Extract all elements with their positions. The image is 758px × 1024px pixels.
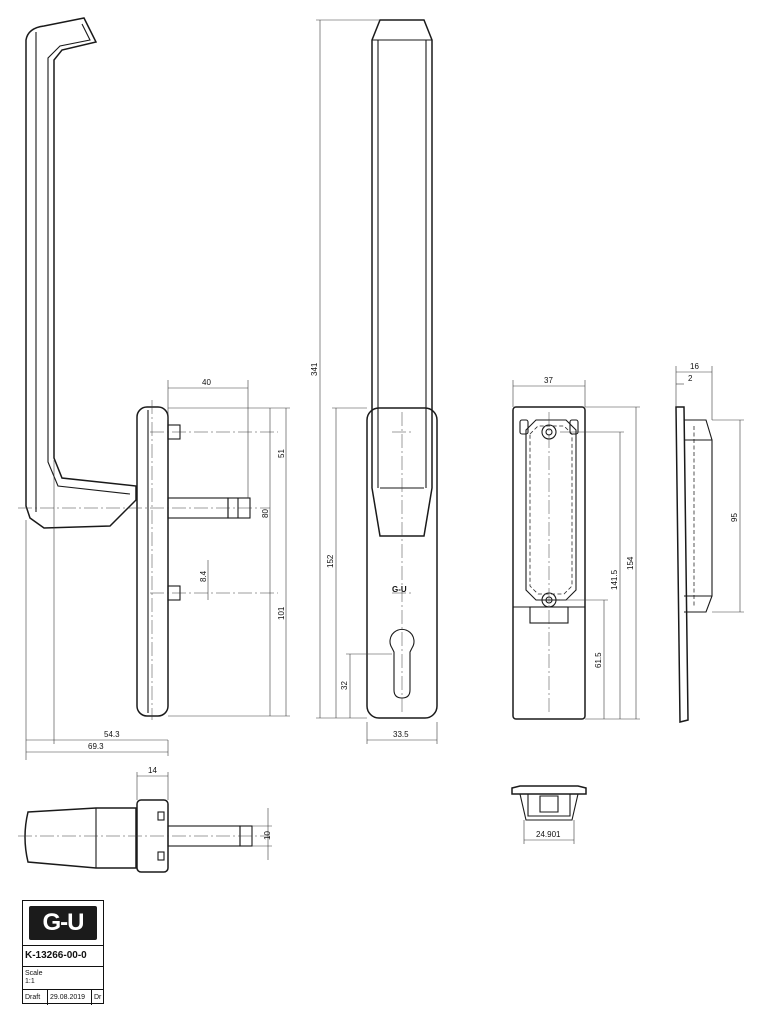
- edge-view: [675, 366, 744, 723]
- title-block: G-U K-13266-00-0 Scale 1:1 Draft 29.08.2…: [22, 900, 104, 1005]
- dim-51: 51: [277, 449, 286, 458]
- front-backplate: [366, 407, 438, 719]
- dim-16: 16: [690, 362, 699, 371]
- back-plate: [512, 406, 586, 720]
- date-separator: [91, 990, 92, 1005]
- dim-10: 10: [263, 831, 272, 840]
- drawn-by: Dr: [94, 994, 102, 1001]
- side-view: [18, 17, 290, 760]
- dim-8-4: 8.4: [199, 570, 208, 582]
- dim-152: 152: [326, 554, 335, 568]
- back-view: [512, 380, 640, 720]
- draft-label: Draft: [25, 994, 41, 1001]
- dim-141-5: 141.5: [610, 569, 619, 590]
- dim-101: 101: [277, 606, 286, 620]
- top-body: [519, 793, 579, 821]
- part-number: K-13266-00-0: [23, 945, 103, 967]
- dim-54-3: 54.3: [104, 730, 120, 739]
- dim-14: 14: [148, 766, 157, 775]
- brand-logo: G-U: [29, 906, 97, 940]
- scale-value: 1:1: [25, 978, 35, 985]
- dim-154: 154: [626, 556, 635, 570]
- draft-separator: [47, 990, 48, 1005]
- dim-32: 32: [340, 681, 349, 690]
- front-logo: G-U: [392, 585, 407, 594]
- top-plate: [511, 785, 587, 795]
- dim-61-5: 61.5: [594, 652, 603, 668]
- dim-2: 2: [688, 374, 693, 383]
- dim-24-901: 24.901: [536, 830, 561, 839]
- dim-33-5: 33.5: [393, 730, 409, 739]
- back-recess: [525, 419, 577, 601]
- dim-40: 40: [202, 378, 211, 387]
- brand-logo-text: G-U: [42, 909, 85, 936]
- dim-95: 95: [730, 513, 739, 522]
- dim-37: 37: [544, 376, 553, 385]
- front-handle-grip: [371, 19, 433, 537]
- side-handle-inner: [47, 23, 131, 495]
- top-view: [511, 785, 587, 844]
- front-view: [316, 19, 438, 744]
- draft-row: Draft 29.08.2019 Dr: [23, 989, 103, 1005]
- bottom-handle: [24, 807, 137, 869]
- dim-69-3: 69.3: [88, 742, 104, 751]
- dim-80: 80: [261, 509, 270, 518]
- scale-label: Scale: [25, 970, 43, 977]
- bottom-view: [18, 772, 272, 873]
- cylinder-cutout: [389, 628, 415, 699]
- side-handle-outline: [25, 17, 137, 529]
- draft-date: 29.08.2019: [50, 994, 86, 1001]
- back-recess-hidden: [529, 425, 573, 595]
- edge-body: [684, 419, 713, 613]
- side-backplate: [136, 406, 169, 717]
- dim-341: 341: [310, 362, 319, 376]
- edge-plate: [675, 406, 689, 723]
